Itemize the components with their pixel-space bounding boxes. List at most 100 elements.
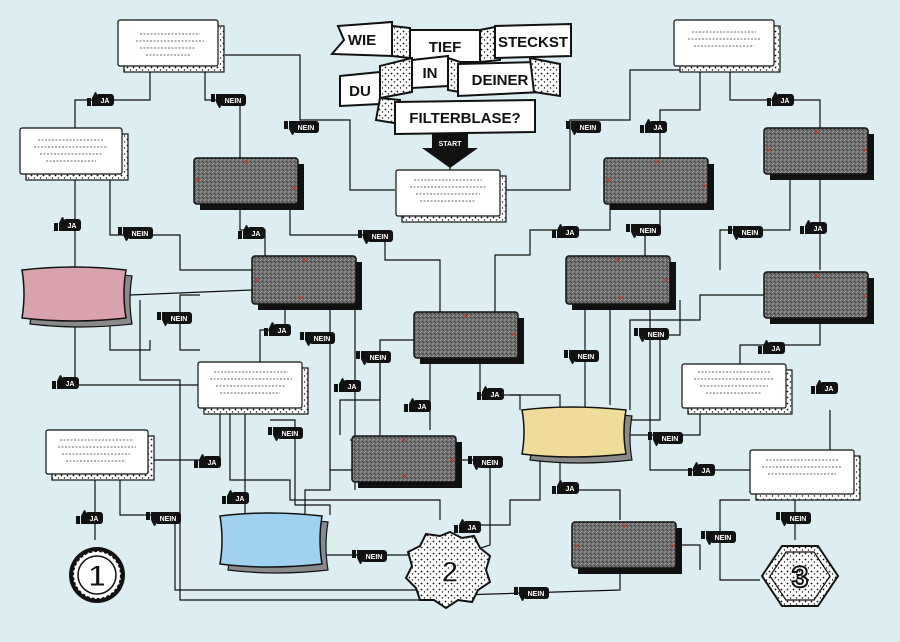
yes-thumb-label: JA — [264, 322, 291, 336]
no-thumb-label: NEIN — [157, 312, 192, 326]
no-label: NEIN — [482, 460, 499, 467]
outcome-1-label: 1 — [89, 560, 106, 593]
yes-label: JA — [491, 392, 500, 399]
thumbs-up-icon — [404, 398, 419, 412]
grey-box — [571, 521, 682, 574]
yes-label: JA — [654, 125, 663, 132]
yes-thumb-label: JA — [758, 340, 785, 354]
no-label: NEIN — [370, 355, 387, 362]
yes-thumb-label: JA — [76, 510, 103, 524]
thumbs-up-icon — [454, 519, 469, 533]
thumbs-up-icon — [334, 378, 349, 392]
yes-label: JA — [772, 346, 781, 353]
grey-box — [413, 311, 524, 364]
thumbs-down-icon — [514, 587, 529, 601]
yes-thumb-label: JA — [800, 220, 827, 234]
thumbs-down-icon — [300, 332, 315, 346]
yes-label: JA — [208, 460, 217, 467]
yes-label: JA — [66, 381, 75, 388]
yes-label: JA — [348, 384, 357, 391]
thumbs-down-icon — [701, 531, 716, 545]
yes-thumb-label: JA — [477, 386, 504, 400]
start-label: START — [439, 141, 463, 148]
thumbs-up-icon — [552, 224, 567, 238]
question-card-start — [395, 169, 507, 223]
no-label: NEIN — [171, 316, 188, 323]
no-thumb-label: NEIN — [356, 351, 391, 365]
yes-thumb-label: JA — [238, 225, 265, 239]
title-word-deiner: DEINER — [472, 72, 529, 89]
thumbs-down-icon — [564, 350, 579, 364]
no-label: NEIN — [578, 354, 595, 361]
start-arrow-icon: START — [422, 134, 478, 168]
title-word-in: IN — [423, 65, 438, 82]
title-word-tief: TIEF — [429, 39, 462, 56]
pink-pillow — [21, 266, 133, 328]
thumbs-up-icon — [194, 454, 209, 468]
no-label: NEIN — [640, 228, 657, 235]
thumbs-up-icon — [640, 119, 655, 133]
yes-thumb-label: JA — [688, 462, 715, 476]
no-label: NEIN — [314, 336, 331, 343]
thumbs-down-icon — [268, 427, 283, 441]
yes-label: JA — [702, 468, 711, 475]
no-thumb-label: NEIN — [284, 121, 319, 135]
yes-thumb-label: JA — [640, 119, 667, 133]
grey-boxes — [193, 127, 874, 574]
title-word-steckst: STECKST — [498, 34, 568, 51]
no-thumb-label: NEIN — [648, 432, 683, 446]
grey-box — [763, 271, 874, 324]
thumbs-up-icon — [264, 322, 279, 336]
thumbs-down-icon — [211, 94, 226, 108]
yes-thumb-label: JA — [552, 480, 579, 494]
thumbs-up-icon — [52, 375, 67, 389]
grey-box — [763, 127, 874, 180]
outcome-1-badge: 1 — [69, 547, 125, 603]
grey-box — [251, 255, 362, 310]
no-label: NEIN — [282, 431, 299, 438]
thumbs-down-icon — [728, 226, 743, 240]
question-cards — [19, 19, 861, 501]
no-label: NEIN — [366, 554, 383, 561]
thumbs-up-icon — [238, 225, 253, 239]
yes-label: JA — [278, 328, 287, 335]
yes-label: JA — [236, 496, 245, 503]
no-thumb-label: NEIN — [514, 587, 549, 601]
no-thumb-label: NEIN — [634, 328, 669, 342]
yes-thumb-label: JA — [54, 217, 81, 231]
no-label: NEIN — [225, 98, 242, 105]
no-thumb-label: NEIN — [564, 350, 599, 364]
no-thumb-label: NEIN — [358, 230, 393, 244]
no-thumb-label: NEIN — [626, 224, 661, 238]
no-thumb-label: NEIN — [566, 121, 601, 135]
thumbs-up-icon — [767, 92, 782, 106]
grey-box — [565, 255, 676, 310]
no-label: NEIN — [580, 125, 597, 132]
yes-label: JA — [825, 386, 834, 393]
question-card — [19, 127, 129, 181]
yes-label: JA — [566, 230, 575, 237]
thumbs-up-icon — [688, 462, 703, 476]
thumbs-down-icon — [284, 121, 299, 135]
thumbs-down-icon — [358, 230, 373, 244]
question-card — [45, 429, 155, 481]
no-thumb-label: NEIN — [776, 512, 811, 526]
yes-thumb-label: JA — [87, 92, 114, 106]
question-card — [681, 363, 793, 415]
yes-label: JA — [68, 223, 77, 230]
no-label: NEIN — [528, 591, 545, 598]
yes-thumb-label: JA — [454, 519, 481, 533]
thumb-labels: JA NEIN NEIN JA NEIN JA NEIN JA NEIN JA NEIN NEIN JA… — [52, 92, 838, 601]
outcome-3-label: 3 — [792, 561, 809, 594]
thumbs-up-icon — [477, 386, 492, 400]
yellow-pillow — [521, 406, 633, 464]
thumbs-up-icon — [54, 217, 69, 231]
no-label: NEIN — [742, 230, 759, 237]
yes-label: JA — [781, 98, 790, 105]
yes-thumb-label: JA — [811, 380, 838, 394]
yes-thumb-label: JA — [52, 375, 79, 389]
thumbs-down-icon — [118, 227, 133, 241]
thumbs-down-icon — [356, 351, 371, 365]
